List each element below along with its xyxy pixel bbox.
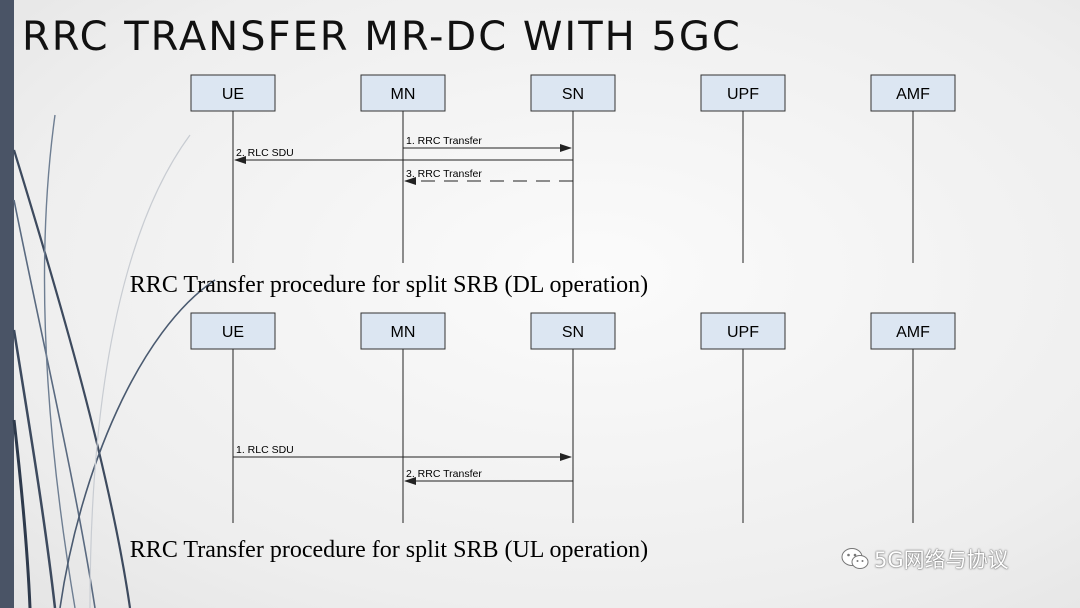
entity-box-amf <box>870 312 956 350</box>
message-label: 3. RRC Transfer <box>406 168 482 180</box>
left-accent-bar <box>0 0 14 608</box>
caption-dl: RRC Transfer procedure for split SRB (DL… <box>129 272 649 298</box>
entity-label-ue: UE <box>222 86 244 103</box>
entity-box-amf <box>870 74 956 112</box>
watermark-text: 5G网络与协议 <box>874 548 1009 572</box>
entity-label-sn: SN <box>562 324 584 341</box>
entity-label-upf: UPF <box>727 86 759 103</box>
entity-box-mn <box>360 312 446 350</box>
entity-label-upf: UPF <box>727 324 759 341</box>
sequence-diagram-ul: UE MN SN UPF AMF 1. RLC SDU 2. RRC Transfer <box>190 312 956 523</box>
entity-box-mn <box>360 74 446 112</box>
page-title: RRC TRANSFER MR-DC WITH 5GC <box>22 14 742 60</box>
entity-label-mn: MN <box>391 324 416 341</box>
sequence-diagram-dl: UE MN SN UPF AMF 1. RRC Transfer 2. RLC SDU 3. … <box>190 74 956 263</box>
wechat-icon <box>841 548 869 569</box>
entity-box-ue <box>190 74 276 112</box>
decorative-curves <box>12 114 216 608</box>
message-label: 1. RRC Transfer <box>406 135 482 147</box>
entity-box-sn <box>530 312 616 350</box>
entity-label-amf: AMF <box>896 86 930 103</box>
message-label: 1. RLC SDU <box>236 444 294 456</box>
watermark: 5G网络与协议 <box>840 544 1009 574</box>
caption-ul: RRC Transfer procedure for split SRB (UL… <box>129 537 649 563</box>
message-label: 2. RLC SDU <box>236 147 294 159</box>
entity-box-upf <box>700 74 786 112</box>
entity-label-mn: MN <box>391 86 416 103</box>
entity-box-sn <box>530 74 616 112</box>
entity-label-ue: UE <box>222 324 244 341</box>
entity-label-sn: SN <box>562 86 584 103</box>
message-label: 2. RRC Transfer <box>406 468 482 480</box>
entity-box-ue <box>190 312 276 350</box>
entity-label-amf: AMF <box>896 324 930 341</box>
entity-box-upf <box>700 312 786 350</box>
